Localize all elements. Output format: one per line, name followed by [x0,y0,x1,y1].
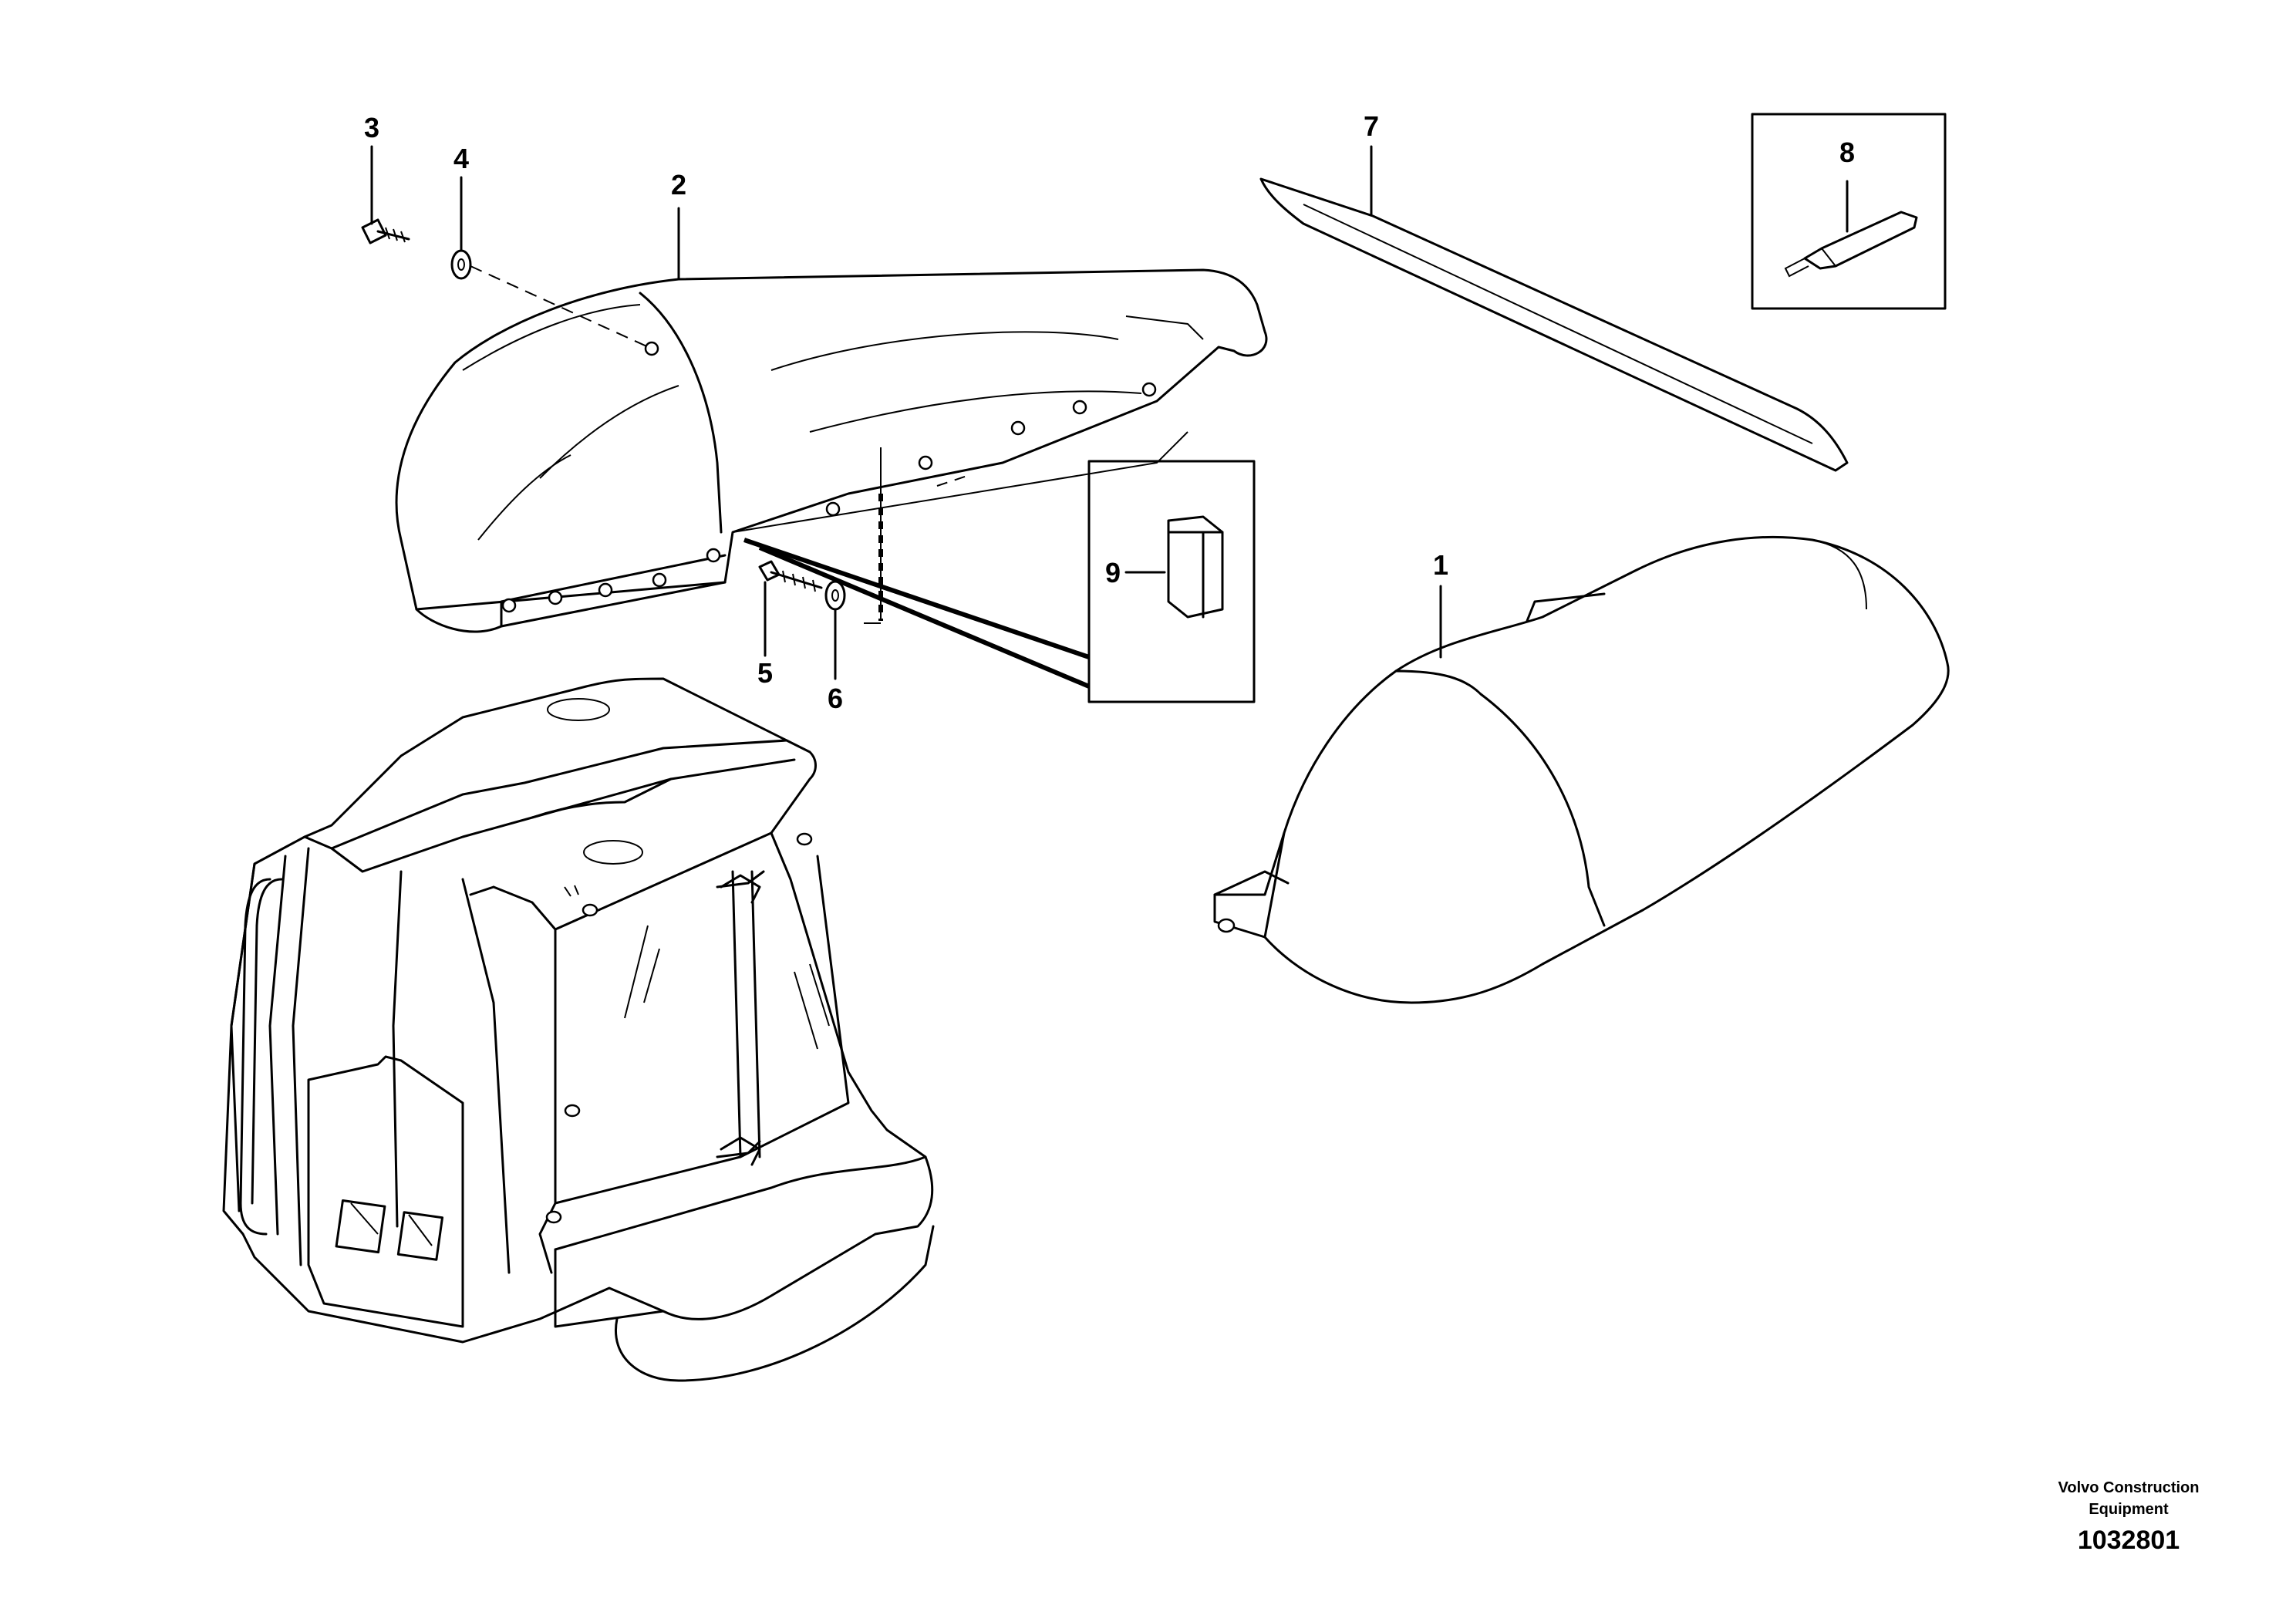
company-name: Volvo Construction Equipment [1974,1477,2283,1520]
glue-tube-box-part-8[interactable] [1751,113,1947,310]
drawing-number: 1032801 [2077,1526,2180,1555]
washer-part-6[interactable] [824,580,846,611]
callout-label-4: 4 [453,143,469,174]
callout-label-2: 2 [671,169,686,201]
callout-label-3: 3 [364,112,379,143]
callout-label-5: 5 [757,657,773,689]
company-name-line2: Equipment [2089,1501,2169,1518]
fender-part-1[interactable] [1213,535,1950,1004]
rail-strip-part-7[interactable] [1259,177,1849,472]
callout-label-7: 7 [1364,110,1379,142]
company-name-line1: Volvo Construction [2058,1479,2200,1496]
roof-cover-part[interactable] [395,268,1268,633]
screw-part-3[interactable] [361,218,410,244]
callout-label-1: 1 [1433,549,1448,581]
callout-label-8: 8 [1839,137,1855,168]
callout-label-9: 9 [1105,557,1121,588]
detail-box-part-9[interactable] [1087,460,1256,703]
cab-assembly [222,677,935,1382]
bolt-part-5[interactable] [758,560,823,592]
washer-part-4[interactable] [450,249,472,280]
callout-label-6: 6 [828,683,843,714]
